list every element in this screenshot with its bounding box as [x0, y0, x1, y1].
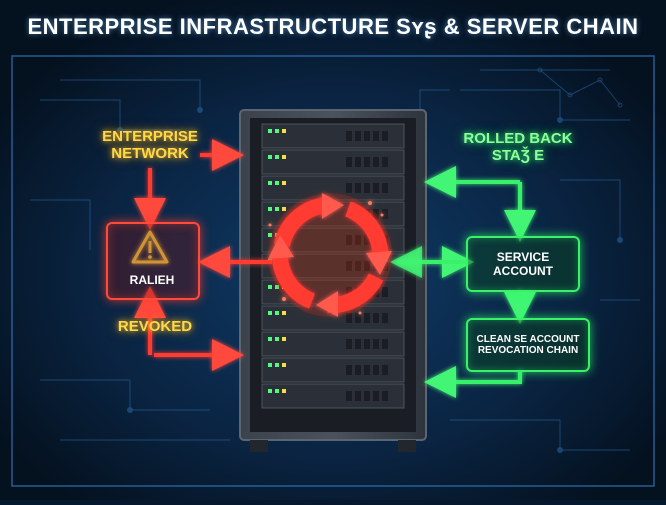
status-led — [275, 337, 279, 341]
server-unit — [261, 357, 405, 383]
server-unit — [261, 123, 405, 149]
status-led — [282, 207, 286, 211]
service-account-box: SERVICE ACCOUNT — [466, 236, 580, 292]
status-led — [275, 155, 279, 159]
status-led — [275, 363, 279, 367]
status-led — [268, 233, 272, 237]
status-led — [268, 389, 272, 393]
status-led — [275, 389, 279, 393]
status-led — [268, 311, 272, 315]
enterprise-network-label: ENTERPRISE NETWORK — [102, 128, 198, 163]
status-led — [282, 129, 286, 133]
status-led — [282, 155, 286, 159]
alert-box-label: RALIEH — [129, 273, 175, 287]
status-led — [275, 129, 279, 133]
status-led — [268, 181, 272, 185]
status-led — [268, 363, 272, 367]
network-graph-decoration — [537, 67, 623, 108]
status-led — [282, 389, 286, 393]
server-unit — [261, 383, 405, 409]
arrow-revocation-to-server — [424, 366, 522, 398]
server-unit — [261, 331, 405, 357]
frame-border — [11, 55, 655, 487]
status-led — [275, 311, 279, 315]
status-led — [268, 129, 272, 133]
rolled-back-state-label: ROLLED BACK STAǮ E — [463, 130, 573, 165]
status-led — [268, 337, 272, 341]
revocation-chain-box: CLEAN SE ACCOUNT REVOCATION CHAIN — [466, 318, 590, 372]
warning-triangle-icon — [131, 230, 169, 264]
alert-box — [106, 222, 200, 300]
page-title: ENTERPRISE INFRASTRUCTURE Sʏʂ & SERVER C… — [27, 14, 639, 39]
red-flow-lines — [134, 139, 272, 371]
status-led — [268, 285, 272, 289]
status-led — [275, 207, 279, 211]
circuit-lines — [30, 69, 640, 453]
revoked-label: REVOKED — [117, 318, 193, 335]
status-led — [282, 363, 286, 367]
status-led — [268, 207, 272, 211]
status-led — [275, 181, 279, 185]
red-cycle-arrows-icon — [268, 193, 392, 317]
status-led — [282, 337, 286, 341]
green-flow-lines — [390, 166, 536, 398]
status-led — [282, 311, 286, 315]
status-led — [268, 155, 272, 159]
server-unit — [261, 149, 405, 175]
status-led — [282, 181, 286, 185]
